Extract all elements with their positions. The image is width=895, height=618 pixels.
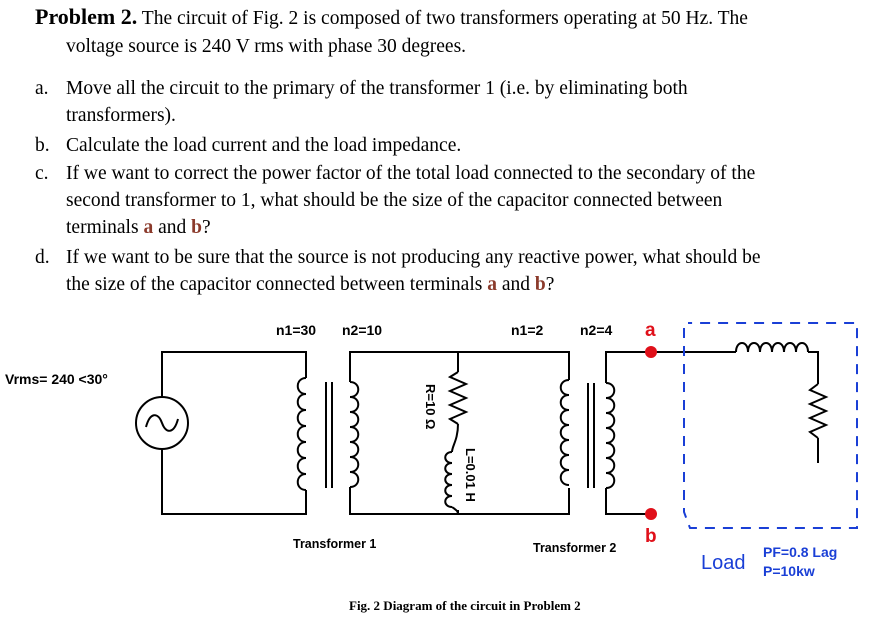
wire-load-right xyxy=(808,351,819,384)
question-a-line2: transformers). xyxy=(66,105,176,126)
t1-n1-label: n1=30 xyxy=(276,322,316,338)
question-d-line2-text: the size of the capacitor connected betw… xyxy=(66,274,488,295)
terminal-a-label: a xyxy=(645,320,656,341)
terminal-a-ref: a xyxy=(143,217,154,238)
wire-r-to-l xyxy=(451,423,459,453)
transformer2-primary-coil xyxy=(559,379,570,486)
wire-mid-top xyxy=(349,351,459,382)
figure-caption: Fig. 2 Diagram of the circuit in Problem… xyxy=(349,598,581,613)
question-a-letter: a. xyxy=(35,78,49,99)
wire-output-top xyxy=(605,351,736,383)
load-inductor-icon xyxy=(735,342,809,353)
sine-icon xyxy=(145,414,179,432)
question-c-letter: c. xyxy=(35,163,49,184)
transformer1-secondary-coil xyxy=(349,381,360,488)
question-d-line2-end: ? xyxy=(545,274,555,295)
question-c-line2: second transformer to 1, what should be … xyxy=(66,190,723,211)
question-d-line2-and: and xyxy=(496,274,535,295)
transformer2-secondary-coil xyxy=(605,382,616,489)
load-boundary xyxy=(683,322,858,529)
terminal-b-label: b xyxy=(645,526,657,547)
wire-inductor-bottom xyxy=(451,506,459,515)
problem-intro-line2: voltage source is 240 V rms with phase 3… xyxy=(66,36,467,57)
question-d-letter: d. xyxy=(35,247,50,268)
question-c-line3-and: and xyxy=(153,217,192,238)
load-resistor-icon xyxy=(807,383,829,439)
terminal-a-dot xyxy=(645,346,657,358)
wire-source-bottom xyxy=(161,449,307,515)
wire-mid-bottom xyxy=(349,487,459,515)
terminal-b-ref: b xyxy=(534,274,546,295)
inductor-icon xyxy=(444,451,453,508)
terminal-b-ref: b xyxy=(191,217,202,238)
source-label: Vrms= 240 <30° xyxy=(5,371,108,387)
t1-n2-label: n2=10 xyxy=(342,322,382,338)
transformer2-label: Transformer 2 xyxy=(533,541,616,555)
question-c-line3-end: ? xyxy=(201,217,211,238)
wire-t2-top xyxy=(458,351,570,380)
resistor-label: R=10 Ω xyxy=(423,384,438,429)
question-b-letter: b. xyxy=(35,135,50,156)
wire-source-top xyxy=(161,351,307,398)
question-b-line1: Calculate the load current and the load … xyxy=(66,135,462,156)
question-a-line1: Move all the circuit to the primary of t… xyxy=(66,78,688,99)
problem-intro-line1: Problem 2. The circuit of Fig. 2 is comp… xyxy=(35,3,748,32)
inductor-label: L=0.01 H xyxy=(463,448,478,502)
terminal-a-ref: a xyxy=(487,274,497,295)
t2-n2-label: n2=4 xyxy=(580,322,613,338)
load-pf-label: PF=0.8 Lag xyxy=(763,544,837,560)
question-c-line1: If we want to correct the power factor o… xyxy=(66,163,756,184)
load-power-label: P=10kw xyxy=(763,563,815,579)
transformer1-label: Transformer 1 xyxy=(293,537,376,551)
ac-source xyxy=(135,396,189,450)
load-label: Load xyxy=(701,552,746,574)
problem-intro-text: The circuit of Fig. 2 is composed of two… xyxy=(141,8,748,29)
transformer1-primary-coil xyxy=(296,377,307,491)
t2-n1-label: n1=2 xyxy=(511,322,544,338)
question-d-line2: the size of the capacitor connected betw… xyxy=(66,271,554,298)
wire-t2-bottom xyxy=(458,488,570,515)
question-c-line3: terminals a and b? xyxy=(66,214,211,241)
terminal-b-dot xyxy=(645,508,657,520)
question-d-line1: If we want to be sure that the source is… xyxy=(66,247,761,268)
problem-heading: Problem 2. xyxy=(35,4,138,29)
resistor-icon xyxy=(447,371,469,425)
wire-output-bottom xyxy=(605,488,651,515)
question-c-line3-text: terminals xyxy=(66,217,144,238)
